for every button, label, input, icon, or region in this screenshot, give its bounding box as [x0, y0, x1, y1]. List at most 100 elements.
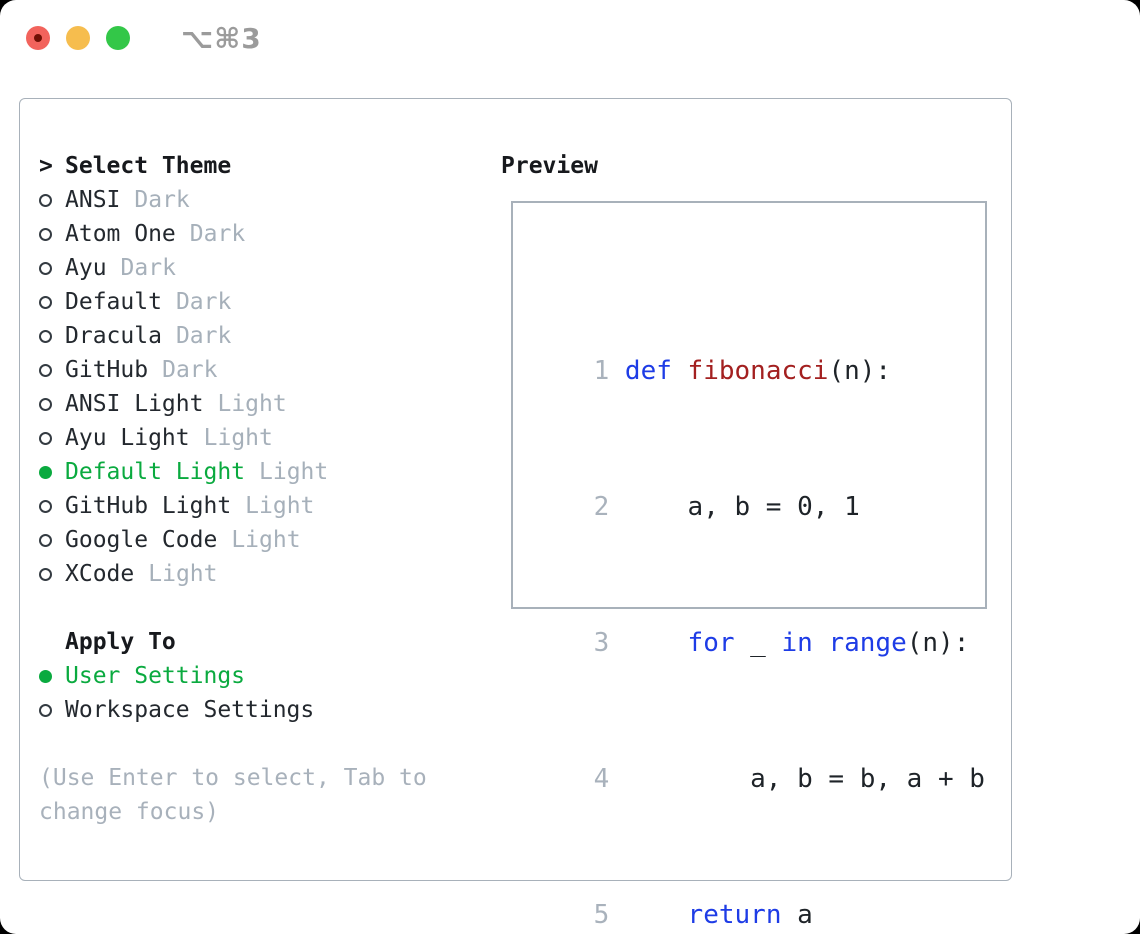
theme-option[interactable]: GitHub Dark — [39, 353, 489, 387]
theme-option[interactable]: ANSI Dark — [39, 183, 489, 217]
preview-title: Preview — [501, 153, 598, 179]
radio-icon — [39, 397, 52, 411]
theme-name: Ayu — [65, 255, 107, 281]
theme-option[interactable]: XCode Light — [39, 557, 489, 591]
window-controls — [26, 26, 130, 50]
preview-header: Preview — [501, 149, 598, 183]
theme-name: Default — [65, 289, 162, 315]
theme-name: Google Code — [65, 527, 218, 553]
apply-to-options: User Settings Workspace Settings — [39, 659, 489, 727]
theme-option[interactable]: Default Light Light — [39, 455, 489, 489]
radio-icon — [39, 227, 52, 241]
keyword-token: return — [687, 900, 782, 930]
zoom-button[interactable] — [106, 26, 130, 50]
theme-option[interactable]: GitHub Light Light — [39, 489, 489, 523]
code-token — [672, 356, 688, 386]
radio-icon — [39, 431, 52, 445]
theme-option[interactable]: Default Dark — [39, 285, 489, 319]
line-content: a, b = b, a + b — [625, 764, 985, 794]
close-button[interactable] — [26, 26, 50, 50]
theme-name: GitHub Light — [65, 493, 232, 519]
theme-name: Ayu Light — [65, 425, 190, 451]
radio-icon — [39, 567, 52, 581]
code-token — [625, 628, 688, 658]
theme-variant: Dark — [175, 289, 232, 315]
code-token: (n): — [906, 628, 970, 658]
keyword-token: def — [624, 356, 672, 386]
theme-list: ANSI Dark Atom One Dark Ayu Dark Default… — [39, 183, 489, 591]
theme-name: XCode — [65, 561, 135, 587]
theme-name: Dracula — [65, 323, 162, 349]
line-number: 5 — [593, 900, 610, 930]
line-number: 4 — [593, 764, 610, 794]
help-text: (Use Enter to select, Tab to change focu… — [39, 765, 427, 825]
theme-option[interactable]: Atom One Dark — [39, 217, 489, 251]
theme-list-header: > Select Theme — [39, 149, 489, 183]
theme-name: Atom One — [65, 221, 176, 247]
theme-variant: Dark — [175, 323, 232, 349]
cursor-indicator: > — [39, 153, 53, 179]
radio-icon — [39, 669, 52, 683]
line-content: a, b = 0, 1 — [625, 492, 860, 522]
apply-option[interactable]: User Settings — [39, 659, 489, 693]
theme-name: ANSI Light — [65, 391, 204, 417]
keyword-token: range — [828, 628, 907, 658]
theme-variant: Light — [231, 527, 301, 553]
theme-picker-panel: > Select Theme ANSI Dark Atom One Dark A… — [19, 98, 1012, 930]
radio-icon — [39, 703, 52, 717]
radio-icon — [39, 261, 52, 275]
code-line: 5 return a — [531, 864, 985, 930]
theme-name: Default Light — [65, 459, 246, 485]
keyboard-shortcut-label: ⌥⌘3 — [181, 22, 262, 55]
keyword-token: for — [687, 628, 735, 658]
theme-variant: Dark — [162, 357, 218, 383]
theme-variant: Light — [148, 561, 218, 587]
code-token: _ — [734, 628, 782, 658]
theme-name: GitHub — [65, 357, 149, 383]
apply-to-title: Apply To — [65, 629, 176, 655]
code-token: a — [781, 900, 813, 930]
radio-icon — [39, 329, 52, 343]
code-token: a, b = 0, 1 — [624, 492, 860, 522]
theme-variant: Light — [217, 391, 287, 417]
code-token — [813, 628, 829, 658]
radio-icon — [39, 193, 52, 207]
keyword-token: in — [781, 628, 813, 658]
theme-option[interactable]: ANSI Light Light — [39, 387, 489, 421]
theme-variant: Light — [259, 459, 329, 485]
line-content: def fibonacci(n): — [625, 356, 891, 386]
apply-to-header: Apply To — [39, 625, 489, 659]
minimize-button[interactable] — [66, 26, 90, 50]
code-token: (n): — [828, 356, 892, 386]
theme-variant: Dark — [134, 187, 190, 213]
theme-variant: Dark — [189, 221, 246, 247]
code-line: 2 a, b = 0, 1 — [531, 456, 985, 522]
radio-icon — [39, 533, 52, 547]
line-number: 3 — [593, 628, 610, 658]
theme-option[interactable]: Dracula Dark — [39, 319, 489, 353]
theme-variant: Light — [203, 425, 273, 451]
code-token: a, b = b, a + b — [624, 764, 985, 794]
theme-variant: Dark — [120, 255, 176, 281]
apply-to-section: Apply To User Settings Workspace Setting… — [39, 625, 489, 727]
code-line: 4 a, b = b, a + b — [531, 728, 985, 794]
theme-name: ANSI — [65, 187, 121, 213]
left-column: > Select Theme ANSI Dark Atom One Dark A… — [39, 149, 489, 829]
apply-option-label: User Settings — [65, 663, 246, 689]
theme-option[interactable]: Google Code Light — [39, 523, 489, 557]
theme-option[interactable]: Ayu Dark — [39, 251, 489, 285]
theme-option[interactable]: Ayu Light Light — [39, 421, 489, 455]
radio-icon — [39, 465, 52, 479]
code-line: 3 for _ in range(n): — [531, 592, 985, 658]
line-number: 1 — [593, 356, 610, 386]
code-token — [625, 900, 688, 930]
apply-option[interactable]: Workspace Settings — [39, 693, 489, 727]
radio-icon — [39, 499, 52, 513]
function-token: fibonacci — [687, 356, 829, 386]
line-content: return a — [625, 900, 813, 930]
radio-icon — [39, 295, 52, 309]
code-line: 1 def fibonacci(n): — [531, 320, 985, 386]
line-content: for _ in range(n): — [625, 628, 970, 658]
